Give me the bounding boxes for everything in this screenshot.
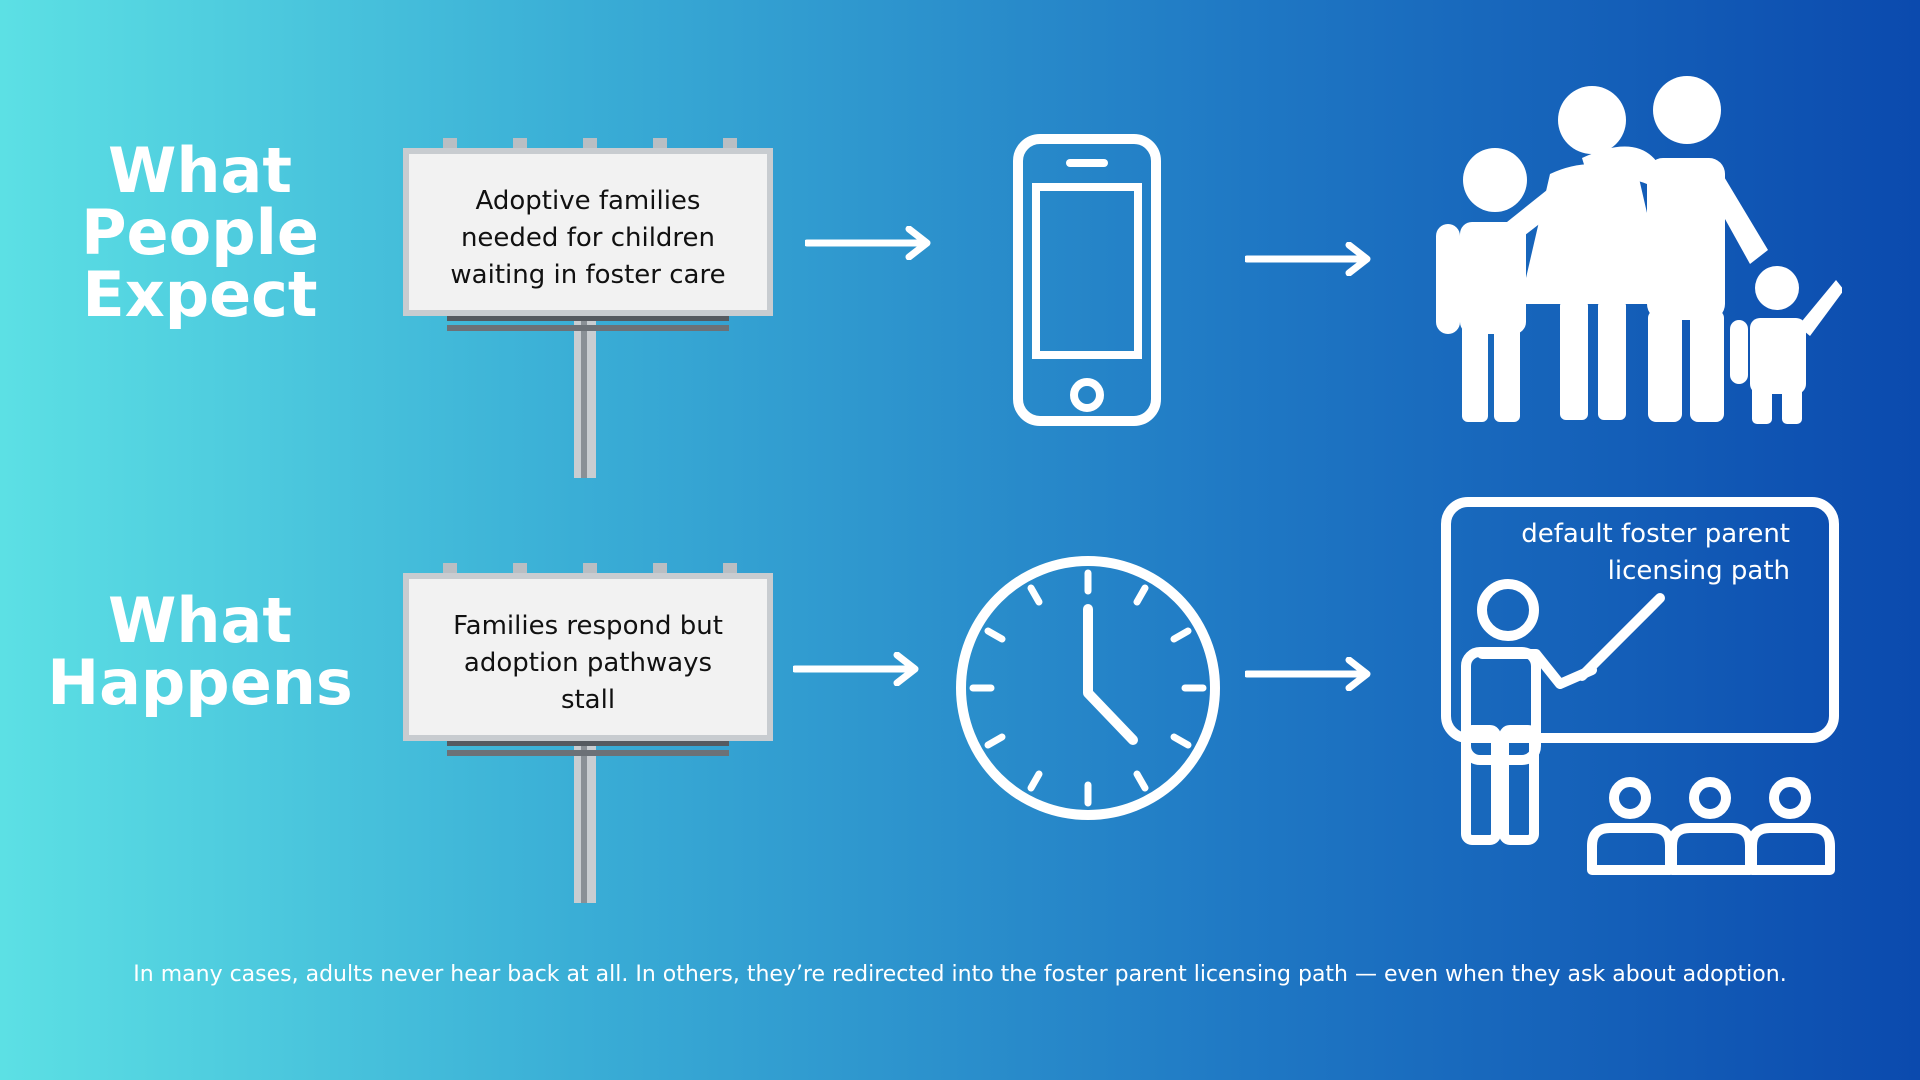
family-icon: [1436, 76, 1842, 424]
arrow-right-icon: [1245, 657, 1371, 691]
smartphone-icon: [1013, 134, 1161, 426]
classroom-presentation-icon: [1441, 497, 1839, 875]
billboard-line: needed for children: [460, 222, 716, 253]
billboard-expect: Adoptive families needed for children wa…: [403, 138, 773, 478]
clock-icon: [956, 556, 1220, 820]
title-line: What: [107, 584, 292, 657]
title-line: Expect: [82, 258, 318, 331]
row-title-expect: What People Expect: [40, 140, 360, 326]
title-line: People: [81, 196, 319, 269]
board-label-line: default foster parent: [1521, 519, 1790, 549]
billboard-icon: [403, 563, 773, 903]
arrow-right-icon: [1245, 242, 1371, 276]
billboard-happens: Families respond but adoption pathways s…: [403, 563, 773, 903]
title-line: Happens: [47, 646, 353, 719]
arrow-right-icon: [805, 226, 931, 260]
row-title-happens: What Happens: [40, 590, 360, 714]
billboard-icon: [403, 138, 773, 478]
footer-caption: In many cases, adults never hear back at…: [133, 962, 1787, 987]
billboard-line: stall: [560, 684, 616, 715]
billboard-line: Families respond but: [453, 610, 723, 641]
arrow-right-icon: [793, 652, 919, 686]
board-label-line: licensing path: [1607, 556, 1790, 586]
billboard-text: Families respond but adoption pathways s…: [425, 593, 751, 733]
billboard-text: Adoptive families needed for children wa…: [425, 168, 751, 308]
billboard-line: adoption pathways: [463, 647, 713, 678]
board-label: default foster parent licensing path: [1490, 516, 1790, 590]
billboard-line: waiting in foster care: [450, 259, 726, 290]
title-line: What: [107, 134, 292, 207]
billboard-line: Adoptive families: [475, 185, 701, 216]
